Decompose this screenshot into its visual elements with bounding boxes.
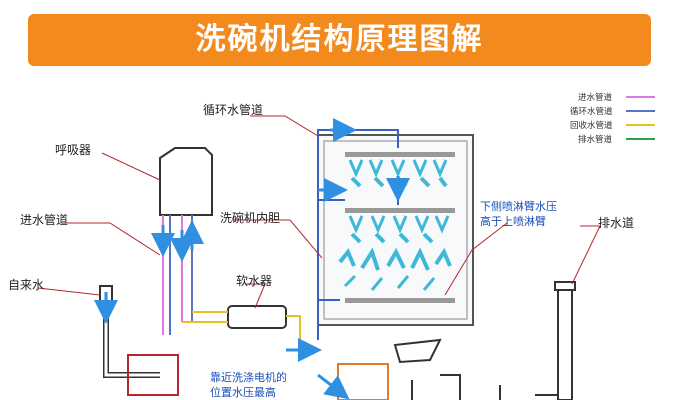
- label-tap-water: 自来水: [8, 278, 45, 292]
- label-inner-tub: 洗碗机内胆: [220, 211, 281, 225]
- legend-item-inlet: 进水管道: [578, 93, 613, 103]
- page-title: 洗碗机结构原理图解: [195, 22, 484, 57]
- note-line: 高于上喷淋臂: [480, 215, 546, 228]
- note-motor-pressure: 靠近洗涤电机的 位置水压最高: [210, 370, 287, 400]
- legend-item-recovery: 回收水管道: [570, 121, 613, 131]
- label-drain: 排水道: [598, 216, 635, 230]
- note-line: 靠近洗涤电机的: [210, 371, 287, 384]
- note-lower-arm-pressure: 下侧喷淋臂水压 高于上喷淋臂: [480, 199, 557, 229]
- label-inlet-pipe: 进水管道: [20, 213, 69, 227]
- note-line: 下侧喷淋臂水压: [480, 200, 557, 213]
- label-circulation-pipe: 循环水管道: [203, 103, 264, 117]
- spray-arm-middle: [345, 208, 455, 244]
- title-bar: 洗碗机结构原理图解: [28, 14, 651, 66]
- drain-line: [440, 374, 558, 400]
- flow-arrow: [317, 373, 350, 400]
- legend-item-drain: 排水管道: [578, 135, 613, 145]
- breather: [159, 147, 213, 216]
- tub-outer: [317, 134, 474, 326]
- note-line: 位置水压最高: [210, 386, 276, 399]
- sump: [393, 338, 442, 364]
- inlet-valve: [127, 354, 179, 396]
- pump-frame: [337, 363, 389, 400]
- tub-inner: [323, 140, 468, 320]
- legend-item-circulation: 循环水管道: [570, 107, 613, 117]
- softener: [227, 305, 287, 329]
- callout-lines: [37, 115, 601, 309]
- label-breather: 呼吸器: [55, 143, 92, 157]
- drain-pipe: [557, 285, 573, 400]
- label-softener: 软水器: [236, 274, 273, 288]
- spray-arm-bottom: [338, 247, 455, 303]
- tap-water-pipe: [103, 304, 160, 378]
